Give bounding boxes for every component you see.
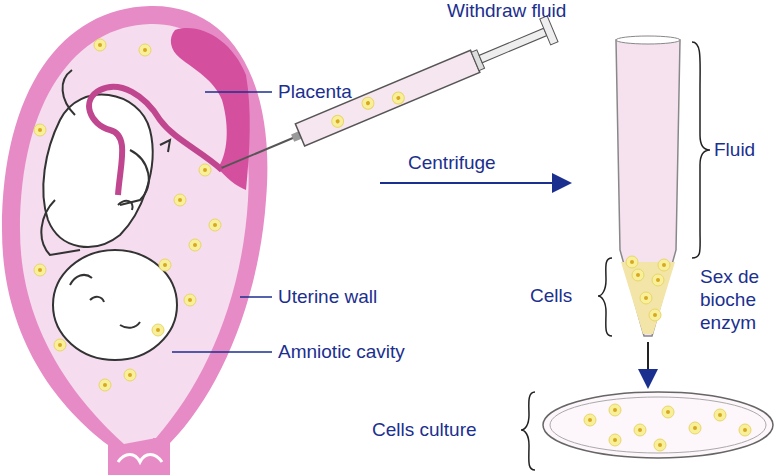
note-label: bioche (700, 289, 756, 311)
bracket (598, 258, 612, 336)
bracket (692, 42, 710, 258)
step-label: Withdraw fluid (447, 0, 566, 22)
amniotic-cavity (20, 24, 249, 444)
part-label: Uterine wall (278, 286, 377, 308)
culture-dish (543, 392, 773, 458)
part-label: Cells culture (372, 419, 477, 441)
process-arrow (647, 342, 649, 385)
step-label: Centrifuge (408, 152, 496, 174)
bracket (521, 392, 535, 470)
part-label: Amniotic cavity (278, 341, 405, 363)
note-label: enzym (700, 312, 756, 334)
part-label: Cells (530, 285, 572, 307)
part-label: Fluid (714, 139, 755, 161)
uterine-wall (2, 6, 267, 475)
placenta (171, 28, 250, 190)
test-tube (616, 40, 680, 336)
syringe (216, 16, 558, 181)
cervix (124, 438, 156, 475)
amniotic-cells (34, 39, 221, 391)
process-arrow (380, 182, 568, 184)
note-label: Sex de (700, 266, 759, 288)
part-label: Placenta (278, 81, 352, 103)
umbilical-cord (89, 87, 222, 195)
